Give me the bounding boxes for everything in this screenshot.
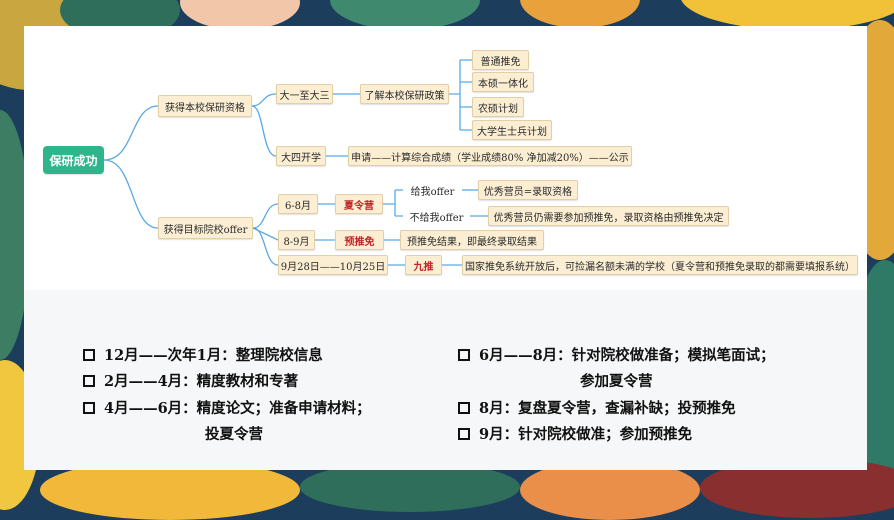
timeline-item-left-3: 4月——6月：精度论文；准备申请材料； xyxy=(83,397,371,418)
node-late-sep-oct[interactable]: 9月28日——10月25日 xyxy=(278,255,388,275)
timeline-text: 6月——8月：针对院校做准备；模拟笔面试； xyxy=(479,347,775,364)
node-aug-sep[interactable]: 8-9月 xyxy=(278,230,315,250)
timeline-text: 8月：复盘夏令营，查漏补缺；投预推免 xyxy=(479,400,736,417)
connector-lines xyxy=(103,59,488,266)
timeline-text: 4月——6月：精度论文；准备申请材料； xyxy=(104,400,371,417)
timeline-text: 2月——4月：精度教材和专著 xyxy=(104,373,299,390)
node-apply-score[interactable]: 申请——计算综合成绩（学业成绩80% 净加减20%）——公示 xyxy=(348,146,632,166)
timeline-text: 9月：针对院校做准；参加预推免 xyxy=(479,426,693,443)
node-summer-camp[interactable]: 夏令营 xyxy=(335,194,383,214)
connector-root-branch1 xyxy=(103,105,159,161)
node-no-offer[interactable]: 不给我offer xyxy=(409,212,464,224)
checkbox-icon xyxy=(83,348,95,361)
node-year-4[interactable]: 大四开学 xyxy=(276,146,326,166)
root-node[interactable]: 保研成功 xyxy=(43,146,104,174)
checkbox-icon xyxy=(458,427,470,440)
connector-branch1-year4 xyxy=(251,105,277,157)
timeline-item-right-1: 6月——8月：针对院校做准备；模拟笔面试； xyxy=(458,344,775,365)
timeline-item-left-3-continuation: 投夏令营 xyxy=(205,426,263,443)
node-type-soldier[interactable]: 大学生士兵计划 xyxy=(472,120,552,140)
node-nine-description[interactable]: 国家推免系统开放后，可捡漏名额未满的学校（夏令营和预推免录取的都需要填报系统） xyxy=(462,255,858,275)
checkbox-icon xyxy=(458,348,470,361)
connector-root-branch2 xyxy=(103,159,159,229)
connector-camp-offers xyxy=(383,189,403,217)
checkbox-icon xyxy=(83,401,95,414)
timeline-text: 12月——次年1月：整理院校信息 xyxy=(104,347,323,364)
node-pre-recommend[interactable]: 预推免 xyxy=(335,230,384,250)
node-type-agri[interactable]: 农硕计划 xyxy=(472,97,524,117)
node-years-1-3[interactable]: 大一至大三 xyxy=(276,84,333,104)
node-give-offer-result[interactable]: 优秀营员=录取资格 xyxy=(478,180,578,200)
timeline-item-right-3: 9月：针对院校做准；参加预推免 xyxy=(458,423,692,444)
node-understand-policy[interactable]: 了解本校保研政策 xyxy=(360,84,449,104)
timeline-item-left-2: 2月——4月：精度教材和专著 xyxy=(83,370,298,391)
node-no-offer-result[interactable]: 优秀营员仍需要参加预推免，录取资格由预推免决定 xyxy=(488,206,729,226)
node-type-integrated[interactable]: 本硕一体化 xyxy=(472,72,534,92)
connector-policy-types xyxy=(449,59,472,131)
timeline-panel xyxy=(24,290,867,470)
node-give-offer[interactable]: 给我offer xyxy=(410,186,455,198)
branch-target-offer[interactable]: 获得目标院校offer xyxy=(158,217,253,239)
node-pre-result[interactable]: 预推免结果，即最终录取结果 xyxy=(400,230,544,250)
node-nine-recommend[interactable]: 九推 xyxy=(405,255,442,275)
connector-branch2-junaug xyxy=(252,203,279,229)
mindmap-connectors xyxy=(103,59,488,266)
checkbox-icon xyxy=(83,374,95,387)
node-jun-aug[interactable]: 6-8月 xyxy=(278,194,318,214)
connector-branch1-years13 xyxy=(251,93,277,107)
connector-branch2-latesep xyxy=(252,227,279,266)
timeline-item-right-2: 8月：复盘夏令营，查漏补缺；投预推免 xyxy=(458,397,736,418)
node-type-regular[interactable]: 普通推免 xyxy=(472,50,529,70)
timeline-item-left-1: 12月——次年1月：整理院校信息 xyxy=(83,344,323,365)
timeline-item-right-1-continuation: 参加夏令营 xyxy=(580,373,653,390)
checkbox-icon xyxy=(458,401,470,414)
branch-local-qualification[interactable]: 获得本校保研资格 xyxy=(158,95,252,117)
